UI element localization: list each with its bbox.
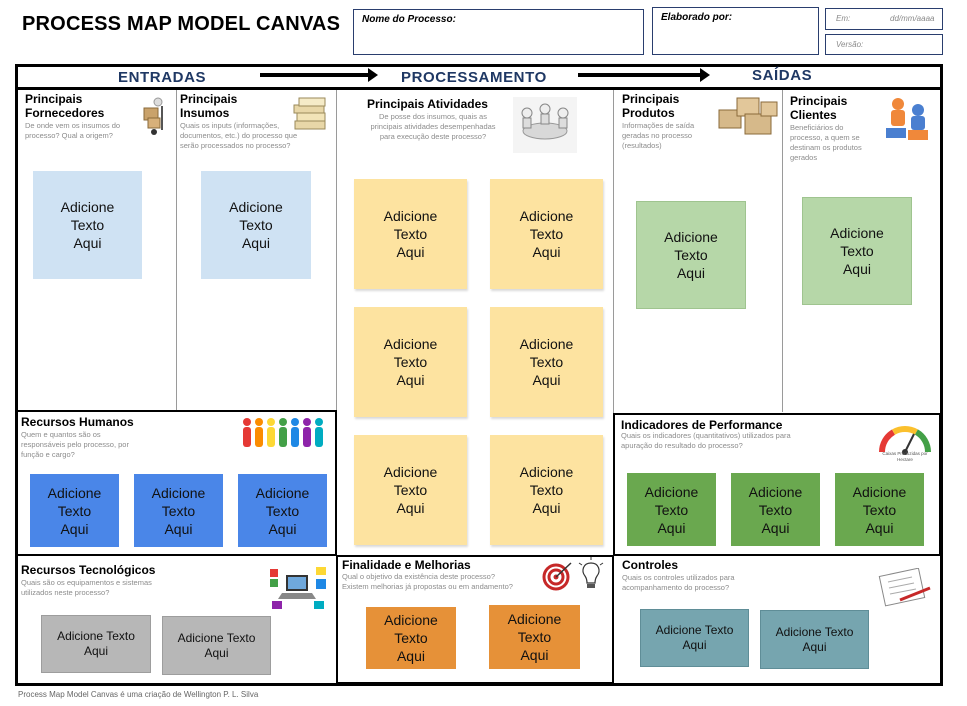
divider-v4 (782, 90, 783, 412)
suppliers-desc: De onde vem os insumos do processo? Qual… (25, 121, 121, 140)
controls-title: Controles (622, 558, 679, 572)
inputs-title-1: Principais (180, 92, 238, 106)
clients-title-1: Principais (790, 94, 848, 108)
kpi-desc: Quais os indicadores (quantitativos) uti… (621, 431, 791, 450)
puzzle-people-icon (886, 98, 928, 140)
process-name-label: Nome do Processo: (362, 14, 456, 25)
arrow-shaft-1 (260, 73, 368, 77)
divider-v3 (613, 90, 614, 684)
inputs-desc: Quais os inputs (informações, documentos… (180, 121, 298, 150)
tech-title: Recursos Tecnológicos (21, 563, 156, 577)
elaborated-by-field[interactable]: Elaborado por: (652, 7, 819, 55)
date-placeholder: dd/mm/aaaa (890, 14, 935, 23)
clients-desc: Beneficiários do processo, a quem se des… (790, 123, 862, 162)
footer-credit: Process Map Model Canvas é uma criação d… (18, 690, 259, 699)
canvas-title: PROCESS MAP MODEL CANVAS (22, 13, 341, 35)
suppliers-title-2: Fornecedores (25, 106, 105, 120)
documents-stack-icon (293, 97, 326, 130)
inputs-title-2: Insumos (180, 106, 230, 120)
target-icon (542, 562, 572, 591)
divider-v2 (336, 90, 337, 684)
checklist-icon (878, 568, 931, 607)
version-field[interactable]: Versão: (825, 34, 943, 55)
gauge-caption: Caixas Produzidas por Hectare (882, 451, 928, 462)
inputs-section: Principais Insumos Quais os inputs (info… (180, 92, 335, 151)
lightbulb-icon (578, 557, 604, 588)
arrow-shaft-2 (578, 73, 700, 77)
people-group-icon (243, 418, 323, 447)
boxes-icon (718, 97, 778, 135)
suppliers-section: Principais Fornecedores De onde vem os i… (25, 92, 175, 141)
computer-devices-icon (270, 567, 326, 609)
suppliers-title-1: Principais (25, 92, 83, 106)
products-section: Principais Produtos Informações de saída… (622, 92, 722, 151)
elaborated-by-label: Elaborado por: (661, 12, 733, 23)
band-processing-label: PROCESSAMENTO (401, 69, 547, 86)
tech-desc: Quais são os equipamentos e sistemas uti… (21, 578, 152, 597)
band-inputs-label: ENTRADAS (118, 69, 207, 86)
divider-v1 (176, 90, 177, 410)
hr-title: Recursos Humanos (21, 415, 134, 429)
products-title-2: Produtos (622, 106, 675, 120)
canvas-frame (15, 64, 943, 686)
arrow-head-1-icon (368, 68, 378, 82)
hr-desc: Quem e quantos são os responsáveis pelo … (21, 430, 129, 459)
kpi-title: Indicadores de Performance (621, 418, 783, 432)
band-divider (15, 87, 943, 90)
meeting-people-icon (513, 97, 577, 153)
process-name-field[interactable]: Nome do Processo: (353, 9, 644, 55)
hand-truck-icon (143, 97, 163, 135)
date-field[interactable]: Em: dd/mm/aaaa (825, 8, 943, 30)
purpose-desc: Qual o objetivo da existência deste proc… (342, 572, 513, 591)
hr-region-border (16, 410, 337, 556)
gauge-icon (879, 426, 931, 455)
controls-desc: Quais os controles utilizados para acomp… (622, 573, 735, 592)
version-label: Versão: (836, 40, 864, 49)
date-label: Em: (836, 14, 851, 23)
arrow-head-2-icon (700, 68, 710, 82)
products-desc: Informações de saída geradas no processo… (622, 121, 695, 150)
purpose-region-border (336, 555, 614, 684)
clients-title-2: Clientes (790, 108, 837, 122)
band-outputs-label: SAÍDAS (752, 67, 813, 84)
activities-title: Principais Atividades (367, 97, 488, 111)
clients-section: Principais Clientes Beneficiários do pro… (790, 94, 890, 163)
activities-desc: De posse dos insumos, quais as principai… (370, 112, 496, 141)
kpi-region-border (613, 413, 941, 556)
purpose-title: Finalidade e Melhorias (342, 558, 471, 572)
products-title-1: Principais (622, 92, 680, 106)
